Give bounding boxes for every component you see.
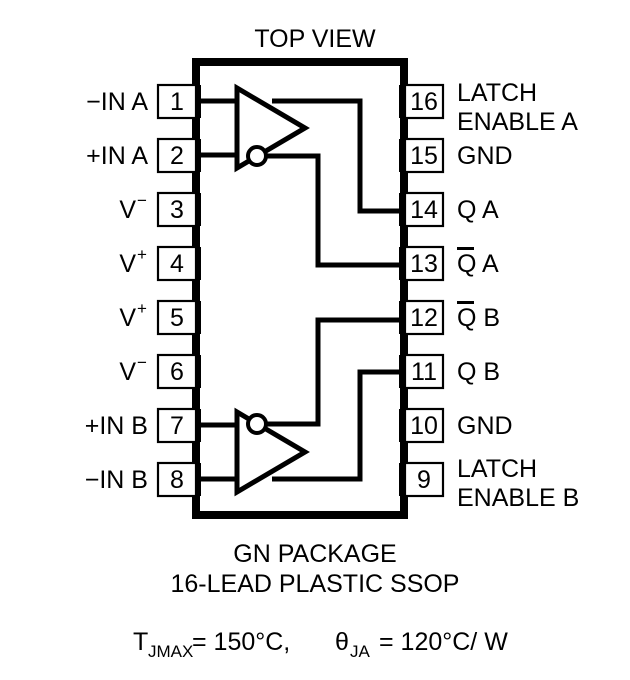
pin-label-4-base: V bbox=[119, 250, 136, 278]
pin-box-12 bbox=[403, 299, 445, 336]
pin-number-2: 2 bbox=[170, 142, 184, 170]
pin-label-3-sup: − bbox=[137, 191, 147, 210]
left-pin-boxes bbox=[156, 83, 198, 498]
pin-label-16-line2: ENABLE A bbox=[457, 108, 578, 136]
pin-label-4: V + bbox=[119, 245, 147, 278]
pin-box-13 bbox=[403, 245, 445, 282]
pin-box-14 bbox=[403, 191, 445, 228]
package-body bbox=[192, 58, 408, 519]
pin-number-5: 5 bbox=[170, 304, 184, 332]
pin-label-16: LATCH ENABLE A bbox=[457, 79, 578, 136]
pin-number-6: 6 bbox=[170, 358, 184, 386]
pin-number-14: 14 bbox=[410, 196, 438, 224]
pin-label-13-text: Q A bbox=[457, 250, 499, 278]
pin-label-13: Q A bbox=[457, 247, 499, 278]
pin-label-6-base: V bbox=[119, 358, 136, 386]
thermal-t-value: = 150°C, bbox=[192, 628, 290, 656]
pin-label-6-sup: − bbox=[137, 353, 147, 372]
pin-label-5: V + bbox=[119, 299, 147, 332]
pin-number-11: 11 bbox=[411, 358, 437, 386]
pin-number-12: 12 bbox=[410, 304, 438, 332]
comparator-a-invert-bubble bbox=[246, 145, 268, 167]
pin-label-9-line2: ENABLE B bbox=[457, 484, 579, 512]
pin-label-15: GND bbox=[457, 142, 513, 170]
pin-box-16 bbox=[403, 83, 445, 120]
pin-label-16-line1: LATCH bbox=[457, 79, 537, 107]
pin-label-9: LATCH ENABLE B bbox=[457, 455, 579, 512]
pin-box-3 bbox=[156, 191, 198, 228]
overline-q-b-bar bbox=[457, 301, 474, 304]
pin-label-9-line1: LATCH bbox=[457, 455, 537, 483]
pin-number-9: 9 bbox=[417, 466, 431, 494]
pin-label-5-base: V bbox=[119, 304, 136, 332]
overline-q-a-bar bbox=[457, 247, 474, 250]
pin-number-7: 7 bbox=[170, 412, 184, 440]
pin-number-13: 13 bbox=[410, 250, 438, 278]
pin-box-11 bbox=[403, 353, 445, 390]
pin-label-8: −IN B bbox=[85, 466, 148, 494]
pin-box-10 bbox=[403, 407, 445, 444]
pin-label-5-sup: + bbox=[137, 299, 147, 318]
pin-label-3: V − bbox=[119, 191, 147, 224]
pin-label-12-text: Q B bbox=[457, 304, 500, 332]
pin-label-12: Q B bbox=[457, 301, 500, 332]
pin-label-6: V − bbox=[119, 353, 147, 386]
wire-compA-q-to-pin14 bbox=[272, 98, 404, 214]
thermal-t-sub: JMAX bbox=[148, 642, 193, 661]
comparator-b-invert-bubble bbox=[246, 413, 268, 435]
pin-number-8: 8 bbox=[170, 466, 184, 494]
pin-label-11: Q B bbox=[457, 358, 500, 386]
pin-label-14: Q A bbox=[457, 196, 499, 224]
pin-box-1 bbox=[156, 83, 198, 120]
thermal-t-main: T bbox=[133, 628, 148, 656]
pin-box-4 bbox=[156, 245, 198, 282]
thermal-theta-sub: JA bbox=[350, 642, 371, 661]
pin-label-2: +IN A bbox=[86, 142, 148, 170]
pin-box-5 bbox=[156, 299, 198, 336]
pin-label-10: GND bbox=[457, 412, 513, 440]
wire-compA-qbar-to-pin13 bbox=[267, 153, 404, 268]
right-pin-boxes bbox=[403, 83, 445, 498]
pin-number-16: 16 bbox=[410, 88, 438, 116]
pin-label-7: +IN B bbox=[85, 412, 148, 440]
pin-label-1: −IN A bbox=[86, 88, 148, 116]
package-name: GN PACKAGE bbox=[233, 540, 396, 568]
pin-number-10: 10 bbox=[410, 412, 438, 440]
wire-compB-qbar-to-pin12 bbox=[267, 317, 404, 427]
pin-box-6 bbox=[156, 353, 198, 390]
pin-label-4-sup: + bbox=[137, 245, 147, 264]
wire-compB-q-to-pin11 bbox=[272, 369, 404, 482]
thermal-theta-main: θ bbox=[335, 628, 349, 656]
pin-box-9 bbox=[403, 461, 445, 498]
pin-number-15: 15 bbox=[410, 142, 438, 170]
top-view-title: TOP VIEW bbox=[254, 25, 376, 53]
thermal-theta-value: = 120°C/ W bbox=[379, 628, 508, 656]
thermal-spec: T JMAX = 150°C, θ JA = 120°C/ W bbox=[133, 628, 508, 661]
pin-box-15 bbox=[403, 137, 445, 174]
pin-number-3: 3 bbox=[170, 196, 184, 224]
pin-number-1: 1 bbox=[170, 88, 184, 116]
pin-label-3-base: V bbox=[119, 196, 136, 224]
pin-number-4: 4 bbox=[170, 250, 184, 278]
package-description: 16-LEAD PLASTIC SSOP bbox=[170, 570, 459, 598]
